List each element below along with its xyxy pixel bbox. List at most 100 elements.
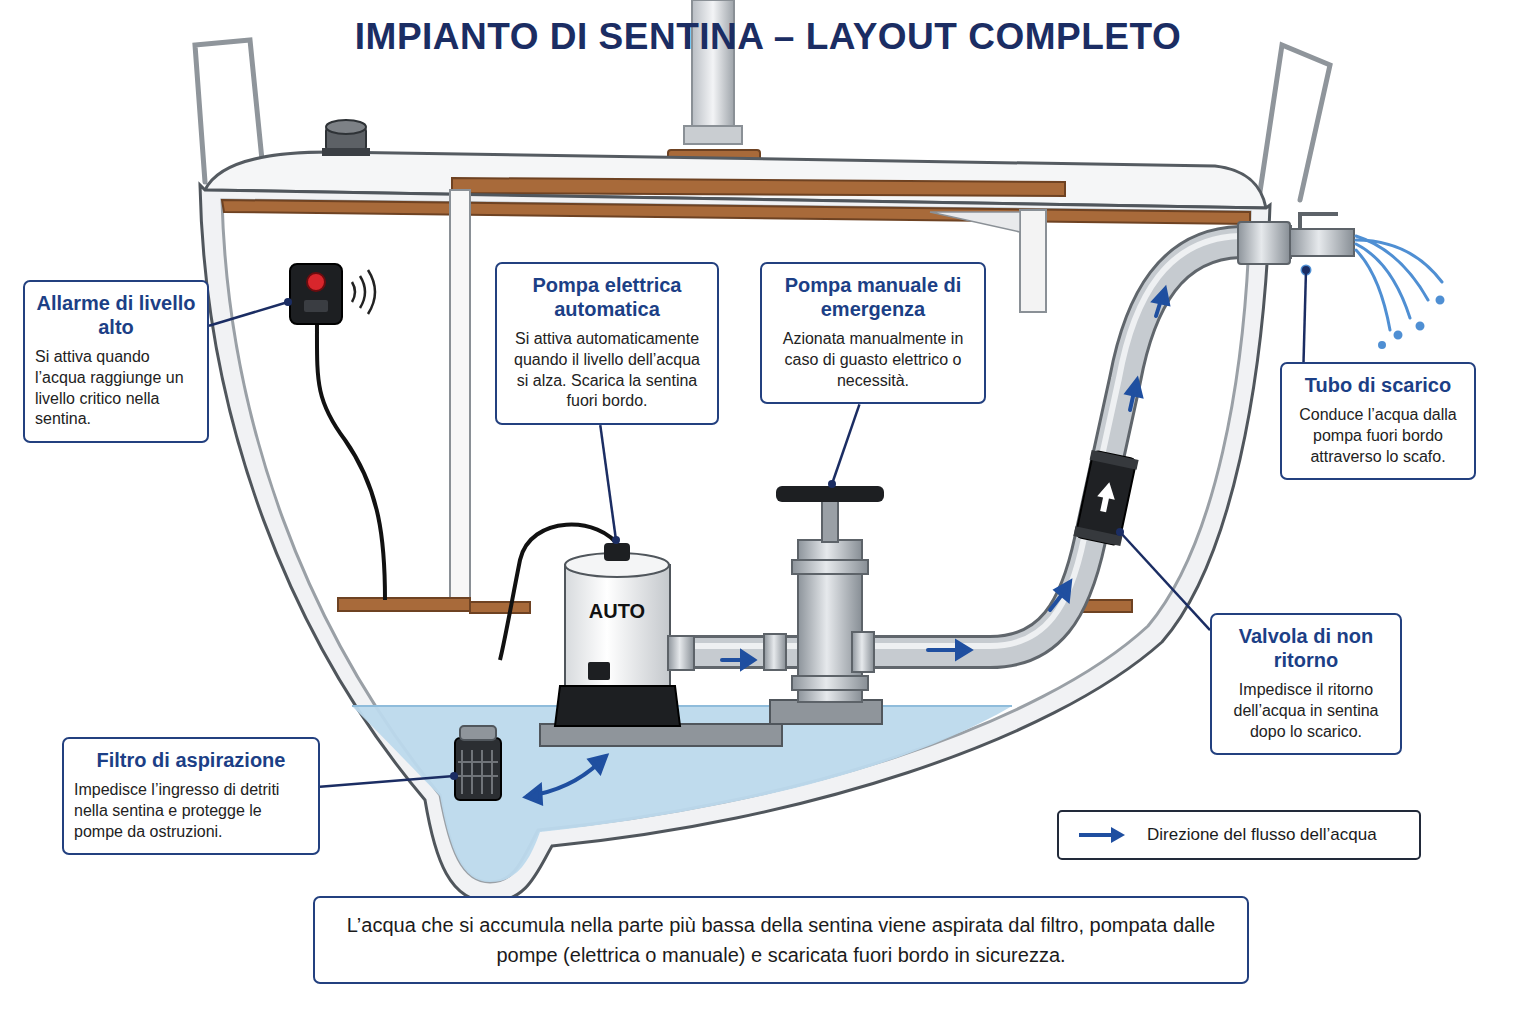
callout-box: Tubo di scaricoConduce l’acqua dalla pom… xyxy=(1280,362,1476,480)
legend-arrow xyxy=(1075,825,1129,845)
wood-trim-part xyxy=(930,212,1020,232)
diagram-title: IMPIANTO DI SENTINA – LAYOUT COMPLETO xyxy=(0,16,1536,58)
leader-dot xyxy=(1116,528,1124,536)
discharge-pipe-part xyxy=(672,236,1292,646)
electric-pump-part xyxy=(565,565,670,690)
through-hull-fitting-part xyxy=(1300,214,1338,228)
leader-line xyxy=(209,302,288,326)
through-hull-fitting-part xyxy=(1290,229,1354,256)
leader-line xyxy=(1304,270,1306,362)
callout-heading: Filtro di aspirazione xyxy=(74,748,308,772)
callout-heading: Valvola di non ritorno xyxy=(1222,624,1390,672)
legend-arrow-line xyxy=(1079,833,1113,837)
flow-arrow-part xyxy=(526,786,541,803)
manual-pump-part xyxy=(822,496,838,542)
alarm-device-part xyxy=(304,300,328,312)
water-spray-part xyxy=(1437,297,1443,303)
discharge-pipe-part xyxy=(672,242,1292,652)
leader-line xyxy=(600,425,616,540)
discharge-pipe xyxy=(672,236,1292,652)
manual-pump xyxy=(764,486,884,724)
electric-pump-part xyxy=(604,543,630,561)
callout-text: Conduce l’acqua dalla pompa fuori bordo … xyxy=(1292,405,1464,467)
part-label: AUTO xyxy=(567,600,667,623)
leader-dot xyxy=(612,536,620,544)
bilge-water-part xyxy=(352,706,1012,882)
deck-part xyxy=(452,178,1065,196)
electric-pump xyxy=(500,525,782,746)
electric-pump-part xyxy=(588,662,610,680)
suction-filter-part xyxy=(455,738,501,800)
winch-part xyxy=(322,148,370,156)
wood-trim-part xyxy=(450,190,470,610)
hull-part xyxy=(200,185,1270,902)
leader-line xyxy=(1120,532,1210,630)
flow-arrow-part xyxy=(1154,289,1168,304)
water-spray-part xyxy=(1302,266,1310,274)
water-spray-part xyxy=(1395,332,1401,338)
callout-box: Valvola di non ritornoImpedisce il ritor… xyxy=(1210,613,1402,755)
winch-part xyxy=(326,120,366,134)
flow-arrow-part xyxy=(1056,582,1070,600)
wood-trim-part xyxy=(338,598,470,611)
hull-part xyxy=(222,200,1250,882)
manual-pump-part xyxy=(792,676,868,690)
flow-arrow-part xyxy=(1127,380,1141,396)
leader-dot xyxy=(284,298,292,306)
callout-text: Azionata manualmente in caso di guasto e… xyxy=(772,329,974,391)
alarm-device-part xyxy=(307,273,325,291)
alarm-device-part xyxy=(317,322,385,600)
bilge-water xyxy=(352,706,1012,882)
leader-line xyxy=(832,404,859,484)
callout-text: Impedisce l’ingresso di detriti nella se… xyxy=(74,780,308,842)
wood-trim-part xyxy=(470,602,530,613)
through-hull-fitting xyxy=(1238,214,1354,264)
manual-pump-part xyxy=(770,700,882,724)
water-spray-part xyxy=(1356,244,1410,318)
water-spray-part xyxy=(1380,343,1385,348)
leader-dot xyxy=(450,772,458,780)
callout-heading: Tubo di scarico xyxy=(1292,373,1464,397)
winch xyxy=(322,120,370,156)
alarm-device xyxy=(290,264,385,600)
callout-box: Pompa manuale di emergenzaAzionata manua… xyxy=(760,262,986,404)
callout-heading: Allarme di livello alto xyxy=(35,291,197,339)
flow-arrow-part xyxy=(957,642,970,658)
callout-box: Filtro di aspirazioneImpedisce l’ingress… xyxy=(62,737,320,855)
suction-filter-part xyxy=(460,726,496,740)
manual-pump-part xyxy=(852,632,874,672)
manual-pump-part xyxy=(764,634,786,670)
legend-arrow-head xyxy=(1111,827,1125,843)
flow-arrow-part xyxy=(590,756,606,772)
water-spray-part xyxy=(1356,240,1442,282)
railing-part xyxy=(1258,45,1330,205)
water-spray xyxy=(1302,236,1443,348)
callout-box: Pompa elettrica automaticaSi attiva auto… xyxy=(495,262,719,425)
through-hull-fitting-part xyxy=(1238,222,1290,264)
hull xyxy=(200,185,1270,902)
callout-heading: Pompa elettrica automatica xyxy=(507,273,707,321)
flow-arrow-part xyxy=(742,652,754,668)
check-valve-part xyxy=(1090,450,1139,470)
check-valve-part xyxy=(1094,480,1118,513)
callout-heading: Pompa manuale di emergenza xyxy=(772,273,974,321)
wood-trim-part xyxy=(1020,210,1046,312)
leader-dot xyxy=(828,480,836,488)
check-valve xyxy=(1073,450,1138,546)
leader-dot xyxy=(1302,266,1310,274)
legend-text: Direzione del flusso dell’acqua xyxy=(1147,825,1377,845)
wood-trim-part xyxy=(1082,600,1132,612)
water-spray-part xyxy=(1417,323,1423,329)
alarm-device-part xyxy=(352,270,375,314)
callout-text: Impedisce il ritorno dell’acqua in senti… xyxy=(1222,680,1390,742)
wood-trim-part xyxy=(222,200,1250,224)
electric-pump-part xyxy=(540,724,782,746)
mast-part xyxy=(684,126,742,144)
water-spray-part xyxy=(1356,250,1390,330)
manual-pump-part xyxy=(776,486,884,502)
alarm-device-part xyxy=(290,264,342,324)
suction-filter-part xyxy=(458,750,498,794)
caption-box: L’acqua che si accumula nella parte più … xyxy=(313,896,1249,984)
